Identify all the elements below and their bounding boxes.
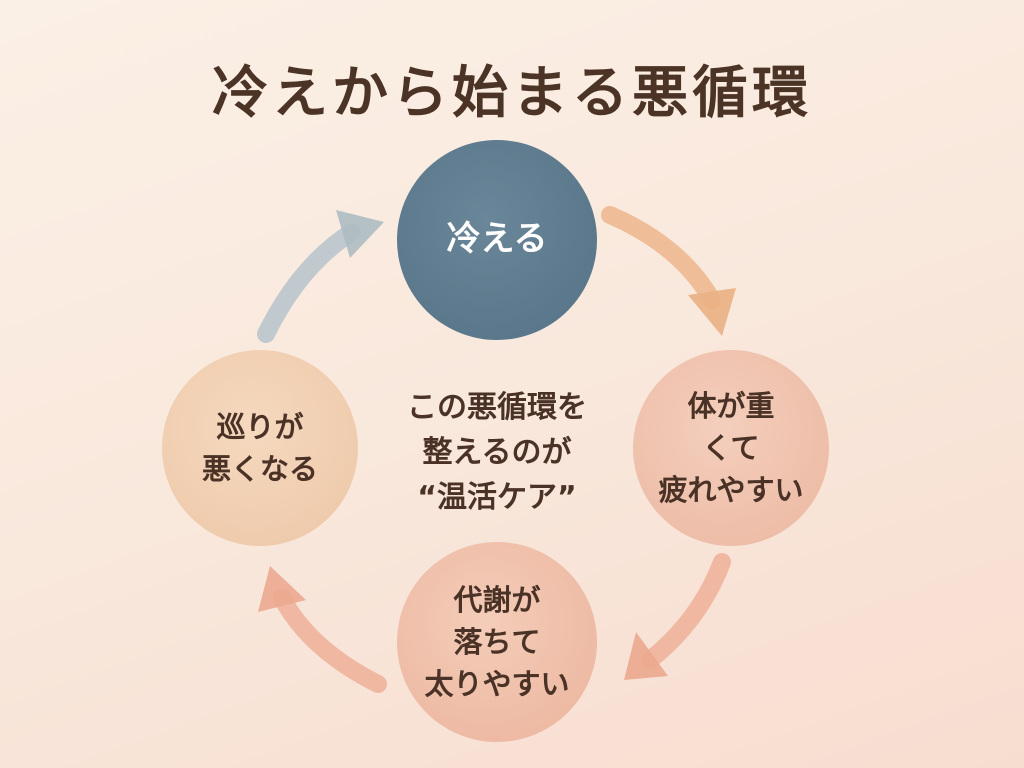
cycle-node-heavy-tired: 体が重 くて 疲れやすい	[633, 350, 829, 546]
arrow-top-to-right	[601, 206, 736, 336]
arrow-right-to-bottom	[624, 553, 731, 680]
arrow-bottom-to-left	[258, 566, 387, 693]
center-message: この悪循環を 整えるのが “温活ケア”	[407, 390, 587, 515]
cycle-node-metabolism: 代謝が 落ちて 太りやすい	[397, 542, 597, 742]
cycle-node-circulation: 巡りが 悪くなる	[162, 350, 358, 546]
cycle-node-cold: 冷える	[397, 140, 597, 340]
diagram-title: 冷えから始まる悪循環	[212, 61, 812, 126]
arrow-left-to-top	[257, 210, 384, 343]
